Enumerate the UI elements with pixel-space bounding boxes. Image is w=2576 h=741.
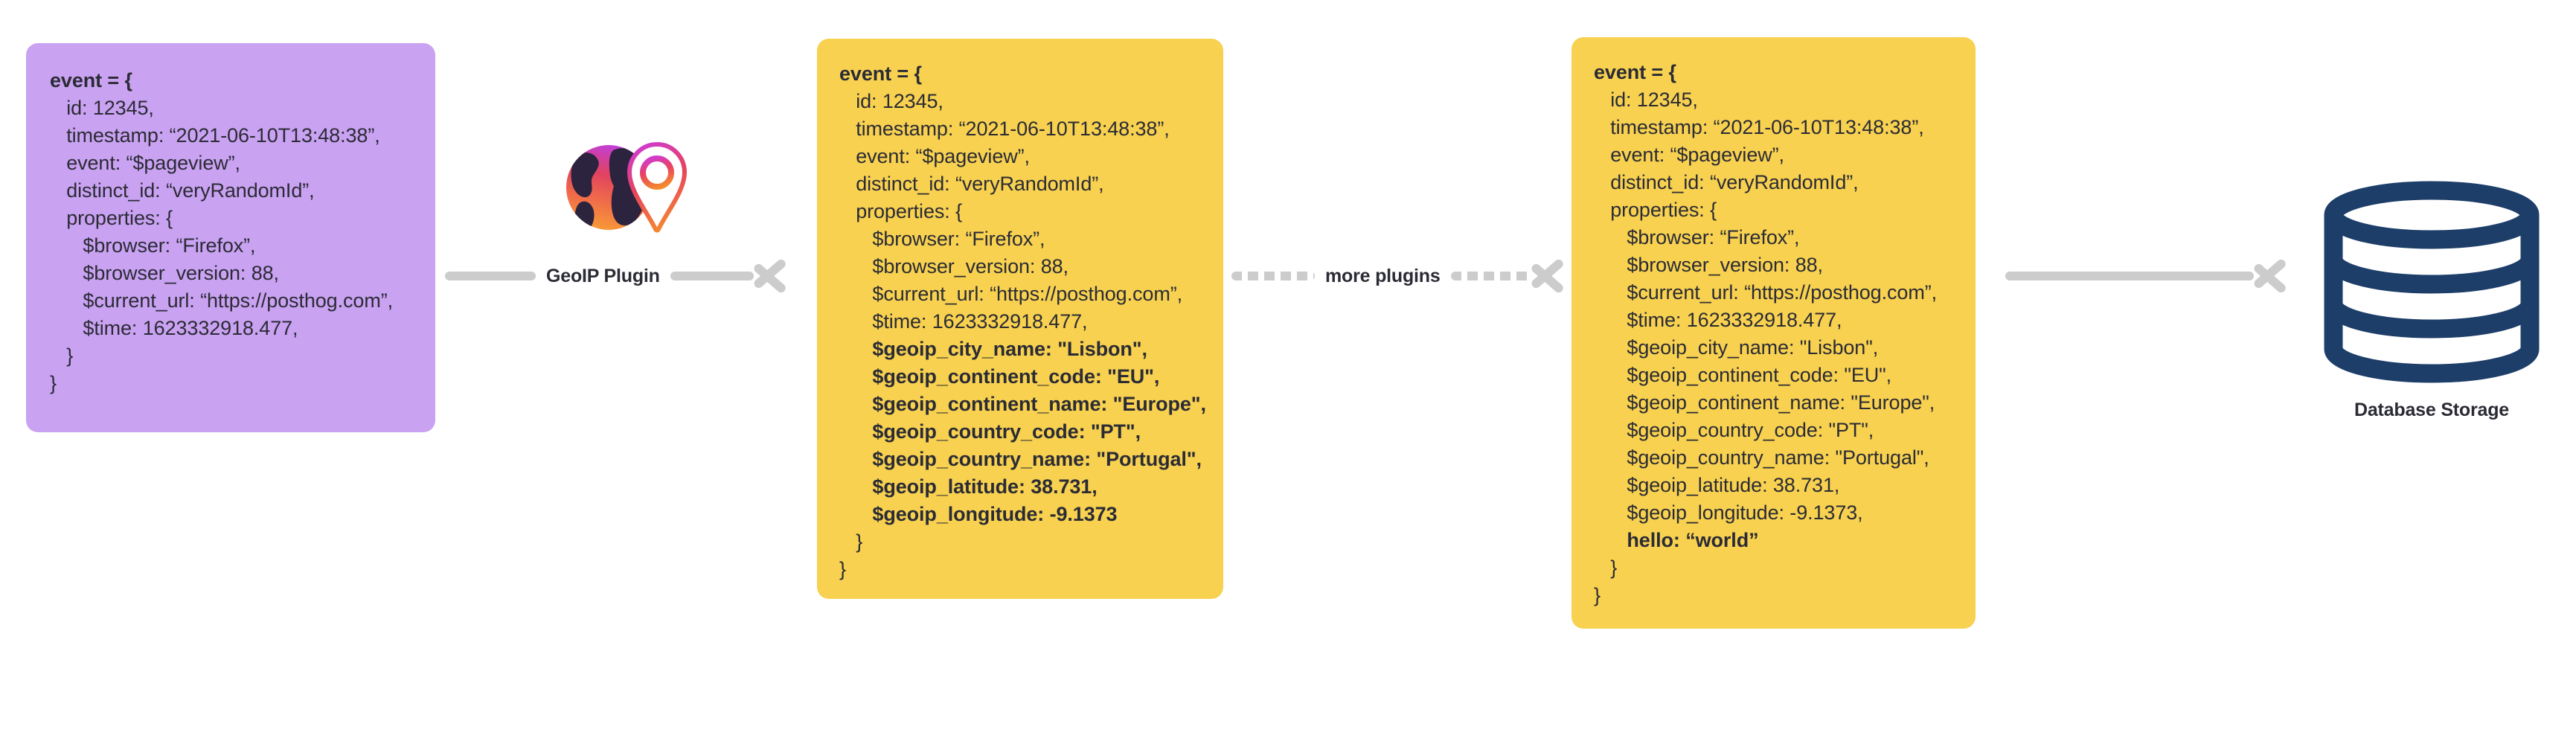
code-line: } bbox=[50, 372, 57, 394]
code-line: $browser_version: 88, bbox=[50, 262, 279, 284]
geoip-event-code: event = { id: 12345, timestamp: “2021-06… bbox=[839, 60, 1223, 583]
code-line: event = { bbox=[1594, 61, 1676, 83]
connector-dashed-right bbox=[1450, 272, 1531, 280]
arrow-right-icon bbox=[2254, 253, 2288, 299]
code-line: distinct_id: “veryRandomId”, bbox=[839, 173, 1104, 195]
raw-event-code: event = { id: 12345, timestamp: “2021-06… bbox=[50, 67, 435, 397]
code-line: event: “$pageview”, bbox=[1594, 144, 1784, 166]
globe-pin-icon bbox=[560, 134, 693, 242]
code-line: timestamp: “2021-06-10T13:48:38”, bbox=[839, 118, 1170, 140]
code-line: $time: 1623332918.477, bbox=[839, 310, 1088, 333]
code-line: id: 12345, bbox=[50, 97, 154, 119]
code-line: } bbox=[839, 558, 846, 580]
connector-dashed-left bbox=[1231, 272, 1315, 280]
code-line: event: “$pageview”, bbox=[839, 145, 1030, 167]
code-line: distinct_id: “veryRandomId”, bbox=[50, 179, 315, 202]
code-line: id: 12345, bbox=[1594, 89, 1698, 111]
code-line: properties: { bbox=[1594, 199, 1717, 221]
code-line: $geoip_continent_code: "EU", bbox=[1594, 364, 1892, 386]
database-cylinder-icon bbox=[2324, 181, 2540, 383]
code-line: event = { bbox=[50, 69, 132, 92]
more-plugins-event-code: event = { id: 12345, timestamp: “2021-06… bbox=[1594, 59, 1976, 609]
geoip-event-card: event = { id: 12345, timestamp: “2021-06… bbox=[817, 39, 1223, 599]
code-line: } bbox=[1594, 584, 1601, 606]
code-line: $geoip_country_name: "Portugal", bbox=[1594, 446, 1929, 469]
code-line: properties: { bbox=[50, 207, 173, 229]
code-line: } bbox=[50, 344, 74, 367]
code-line: $current_url: “https://posthog.com”, bbox=[839, 283, 1182, 305]
code-line: $browser: “Firefox”, bbox=[1594, 226, 1800, 248]
raw-event-card: event = { id: 12345, timestamp: “2021-06… bbox=[26, 43, 435, 432]
code-line: $geoip_latitude: 38.731, bbox=[1594, 474, 1840, 496]
connector-line-db bbox=[2005, 272, 2254, 280]
code-line: event = { bbox=[839, 62, 922, 85]
code-line: $geoip_continent_name: "Europe", bbox=[839, 393, 1206, 415]
database-storage-group: Database Storage bbox=[2320, 181, 2543, 421]
connector-line-right bbox=[670, 272, 754, 280]
code-line: $browser_version: 88, bbox=[839, 255, 1068, 278]
code-line: $geoip_longitude: -9.1373 bbox=[839, 503, 1118, 525]
database-connector bbox=[2005, 253, 2303, 299]
code-line: $geoip_country_name: "Portugal", bbox=[839, 448, 1202, 470]
code-line: } bbox=[1594, 556, 1618, 579]
arrow-right-icon bbox=[1531, 253, 1566, 299]
code-line: $browser: “Firefox”, bbox=[839, 228, 1045, 250]
code-line: event: “$pageview”, bbox=[50, 152, 240, 174]
code-line: } bbox=[839, 530, 863, 553]
code-line: $browser_version: 88, bbox=[1594, 254, 1823, 276]
arrow-right-icon bbox=[754, 253, 788, 299]
more-plugins-event-card: event = { id: 12345, timestamp: “2021-06… bbox=[1571, 37, 1976, 629]
code-line: $browser: “Firefox”, bbox=[50, 234, 256, 257]
code-line: timestamp: “2021-06-10T13:48:38”, bbox=[1594, 116, 1924, 138]
more-plugins-connector: more plugins bbox=[1231, 253, 1559, 299]
geoip-plugin-label: GeoIP Plugin bbox=[546, 265, 660, 286]
connector-line-left bbox=[445, 272, 536, 280]
geoip-plugin-connector: GeoIP Plugin bbox=[445, 253, 787, 299]
code-line: $geoip_country_code: "PT", bbox=[1594, 419, 1874, 441]
code-line: distinct_id: “veryRandomId”, bbox=[1594, 171, 1859, 193]
database-storage-label: Database Storage bbox=[2354, 400, 2509, 420]
code-line: $geoip_continent_name: "Europe", bbox=[1594, 391, 1935, 414]
code-line: $geoip_latitude: 38.731, bbox=[839, 475, 1098, 498]
code-line: $time: 1623332918.477, bbox=[50, 317, 298, 339]
more-plugins-label: more plugins bbox=[1325, 265, 1441, 286]
code-line: $current_url: “https://posthog.com”, bbox=[1594, 281, 1937, 304]
code-line: hello: “world” bbox=[1594, 529, 1759, 551]
code-line: $geoip_country_code: "PT", bbox=[839, 420, 1141, 443]
code-line: $geoip_city_name: "Lisbon", bbox=[839, 338, 1147, 360]
code-line: id: 12345, bbox=[839, 90, 943, 112]
code-line: $geoip_continent_code: "EU", bbox=[839, 365, 1160, 388]
code-line: timestamp: “2021-06-10T13:48:38”, bbox=[50, 124, 380, 147]
code-line: properties: { bbox=[839, 200, 962, 222]
code-line: $geoip_longitude: -9.1373, bbox=[1594, 501, 1863, 524]
code-line: $time: 1623332918.477, bbox=[1594, 309, 1842, 331]
code-line: $current_url: “https://posthog.com”, bbox=[50, 289, 393, 312]
code-line: $geoip_city_name: "Lisbon", bbox=[1594, 336, 1879, 359]
